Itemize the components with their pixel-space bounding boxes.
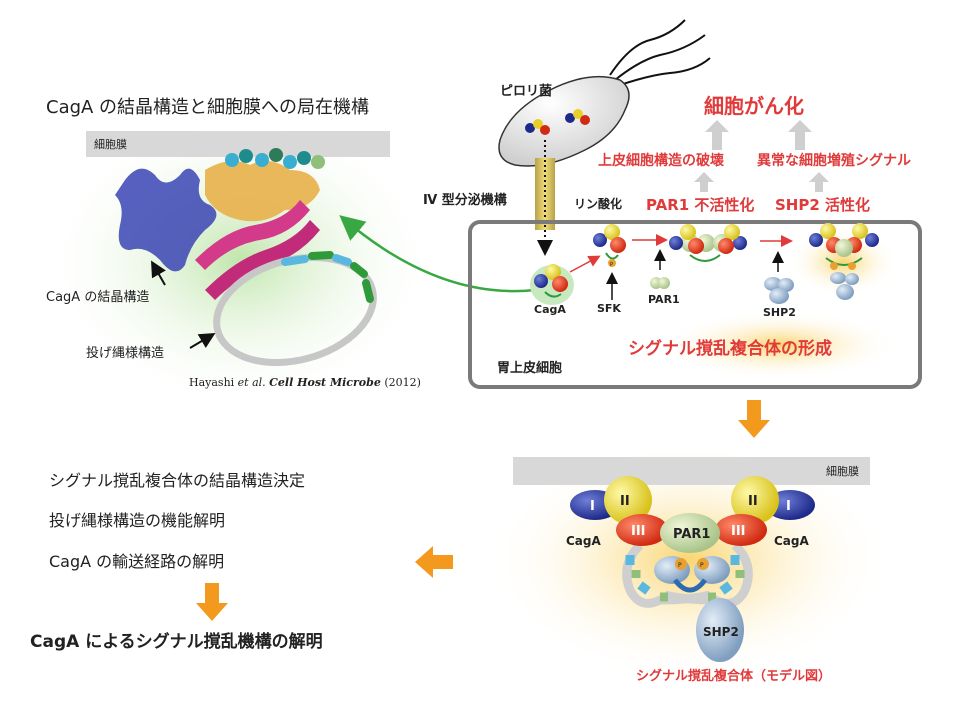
domain-i-left-label: I — [590, 499, 595, 514]
shp2-model-label: SHP2 — [703, 625, 739, 639]
p-mark-left: P — [678, 562, 682, 569]
p-mark-1: P — [610, 262, 613, 268]
phospho-left — [675, 558, 687, 570]
domain-iii-right-label: III — [731, 524, 746, 539]
citation: Hayashi et al. Cell Host Microbe (2012) — [189, 376, 421, 389]
goals-panel: シグナル撹乱複合体の結晶構造決定 投げ縄様構造の機能解明 CagA の輸送経路の… — [30, 471, 323, 652]
abnormal-signal-label: 異常な細胞増殖シグナル — [757, 152, 911, 169]
epithelial-cell-box — [468, 220, 922, 389]
goal-item-2: 投げ縄様構造の機能解明 — [49, 511, 225, 530]
domain-iii-left — [616, 514, 668, 546]
left-panel-title: CagA の結晶構造と細胞膜への局在機構 — [46, 97, 369, 118]
domain-i-right-label: I — [786, 499, 791, 514]
signal-complex-small — [809, 223, 879, 300]
membrane-bar — [86, 131, 390, 157]
rope-pointer-arrow — [189, 332, 216, 349]
p-mark-right: P — [700, 562, 704, 569]
lasso-structure — [213, 251, 377, 367]
crystal-label: CagA の結晶構造 — [46, 290, 149, 305]
complex-glow — [660, 310, 900, 380]
domain-ii-right — [731, 476, 779, 524]
secretion-tube — [535, 158, 555, 230]
bacterium-label: ピロリ菌 — [500, 83, 552, 99]
orange-down-arrow — [738, 400, 770, 438]
membrane-label: 細胞膜 — [94, 138, 127, 151]
domain-ii-right-label: II — [748, 494, 758, 509]
model-caption: シグナル撹乱複合体（モデル図） — [636, 668, 831, 684]
par1-model — [660, 513, 720, 553]
sfk-label: SFK — [597, 302, 621, 315]
shp2-molecule — [764, 277, 794, 304]
domain-ii-left — [604, 476, 652, 524]
caga-molecule — [530, 264, 574, 305]
complex-formation-label: シグナル撹乱複合体の形成 — [628, 338, 832, 359]
phosphorylation-label: リン酸化 — [574, 196, 622, 211]
left-panel: CagA の結晶構造と細胞膜への局在機構 細胞膜 CagA の結晶構造 投 — [40, 97, 440, 410]
shp2-link — [673, 578, 707, 593]
model-membrane-label: 細胞膜 — [826, 465, 859, 478]
phospho-caga — [593, 224, 626, 267]
shp2-model — [696, 598, 744, 662]
orange-down-arrow-goals — [196, 583, 228, 621]
bacterium: ピロリ菌 — [498, 19, 711, 167]
shp2-activation-label: SHP2 活性化 — [775, 196, 870, 214]
par1-label: PAR1 — [648, 293, 680, 306]
model-membrane-bar — [513, 457, 870, 485]
caga-par1-complex — [669, 224, 747, 262]
green-localization-arrow — [339, 215, 536, 293]
model-lasso-green — [631, 570, 745, 602]
par1-inactivation-label: PAR1 不活性化 — [646, 196, 754, 214]
caga-right-label: CagA — [774, 534, 809, 548]
cancer-label: 細胞がん化 — [704, 94, 804, 118]
domain-iii-right — [715, 514, 767, 546]
model-lasso-right — [663, 541, 753, 608]
conclusion-label: CagA によるシグナル撹乱機構の解明 — [30, 631, 323, 652]
phospho-right — [697, 558, 709, 570]
cell-label: 胃上皮細胞 — [497, 360, 562, 376]
model-panel: 細胞膜 I II III CagA I II III CagA PAR1 P P — [488, 440, 888, 684]
citation-journal: Cell Host Microbe — [269, 376, 381, 389]
epithelial-destruction-label: 上皮細胞構造の破壊 — [598, 152, 725, 169]
up-arrow-4 — [809, 172, 829, 192]
caga-left-label: CagA — [566, 534, 601, 548]
par1-ball-b — [658, 277, 670, 289]
rope-label: 投げ縄様構造 — [86, 345, 164, 361]
citation-year: (2012) — [384, 376, 421, 389]
par1-model-label: PAR1 — [673, 527, 710, 542]
goal-item-3: CagA の輸送経路の解明 — [49, 552, 224, 571]
up-arrow-2 — [788, 120, 812, 150]
up-arrow-1 — [705, 120, 729, 150]
crystal-pointer-arrow — [151, 260, 166, 286]
caga-label: CagA — [534, 303, 566, 316]
secretion-label: Ⅳ 型分泌機構 — [423, 192, 507, 208]
shp2-label: SHP2 — [763, 306, 796, 319]
citation-etal: et al. — [238, 376, 266, 389]
red-arrow-1 — [569, 255, 601, 273]
domain-iii-left-label: III — [631, 524, 646, 539]
model-lasso-blue — [625, 555, 740, 595]
goal-item-1: シグナル撹乱複合体の結晶構造決定 — [49, 471, 305, 490]
orange-left-arrow — [415, 546, 453, 578]
domain-ii-left-label: II — [620, 494, 630, 509]
up-arrow-3 — [694, 172, 714, 192]
citation-author: Hayashi — [189, 376, 235, 389]
caga-crystal-structure — [115, 148, 325, 300]
